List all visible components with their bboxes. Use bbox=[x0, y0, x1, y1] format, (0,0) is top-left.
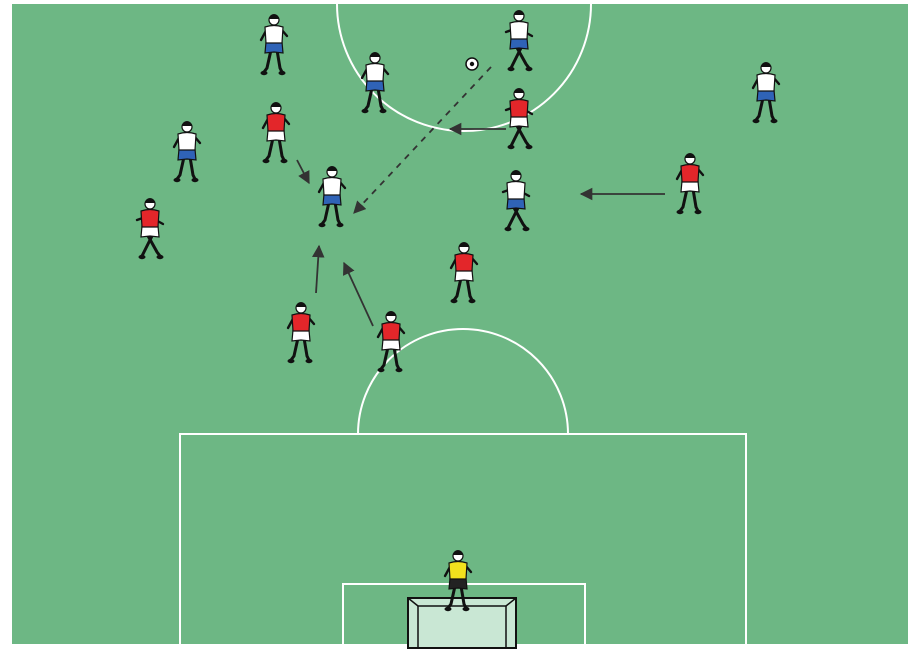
goal-frame-icon bbox=[408, 598, 516, 648]
soccer-ball-icon bbox=[466, 58, 478, 70]
